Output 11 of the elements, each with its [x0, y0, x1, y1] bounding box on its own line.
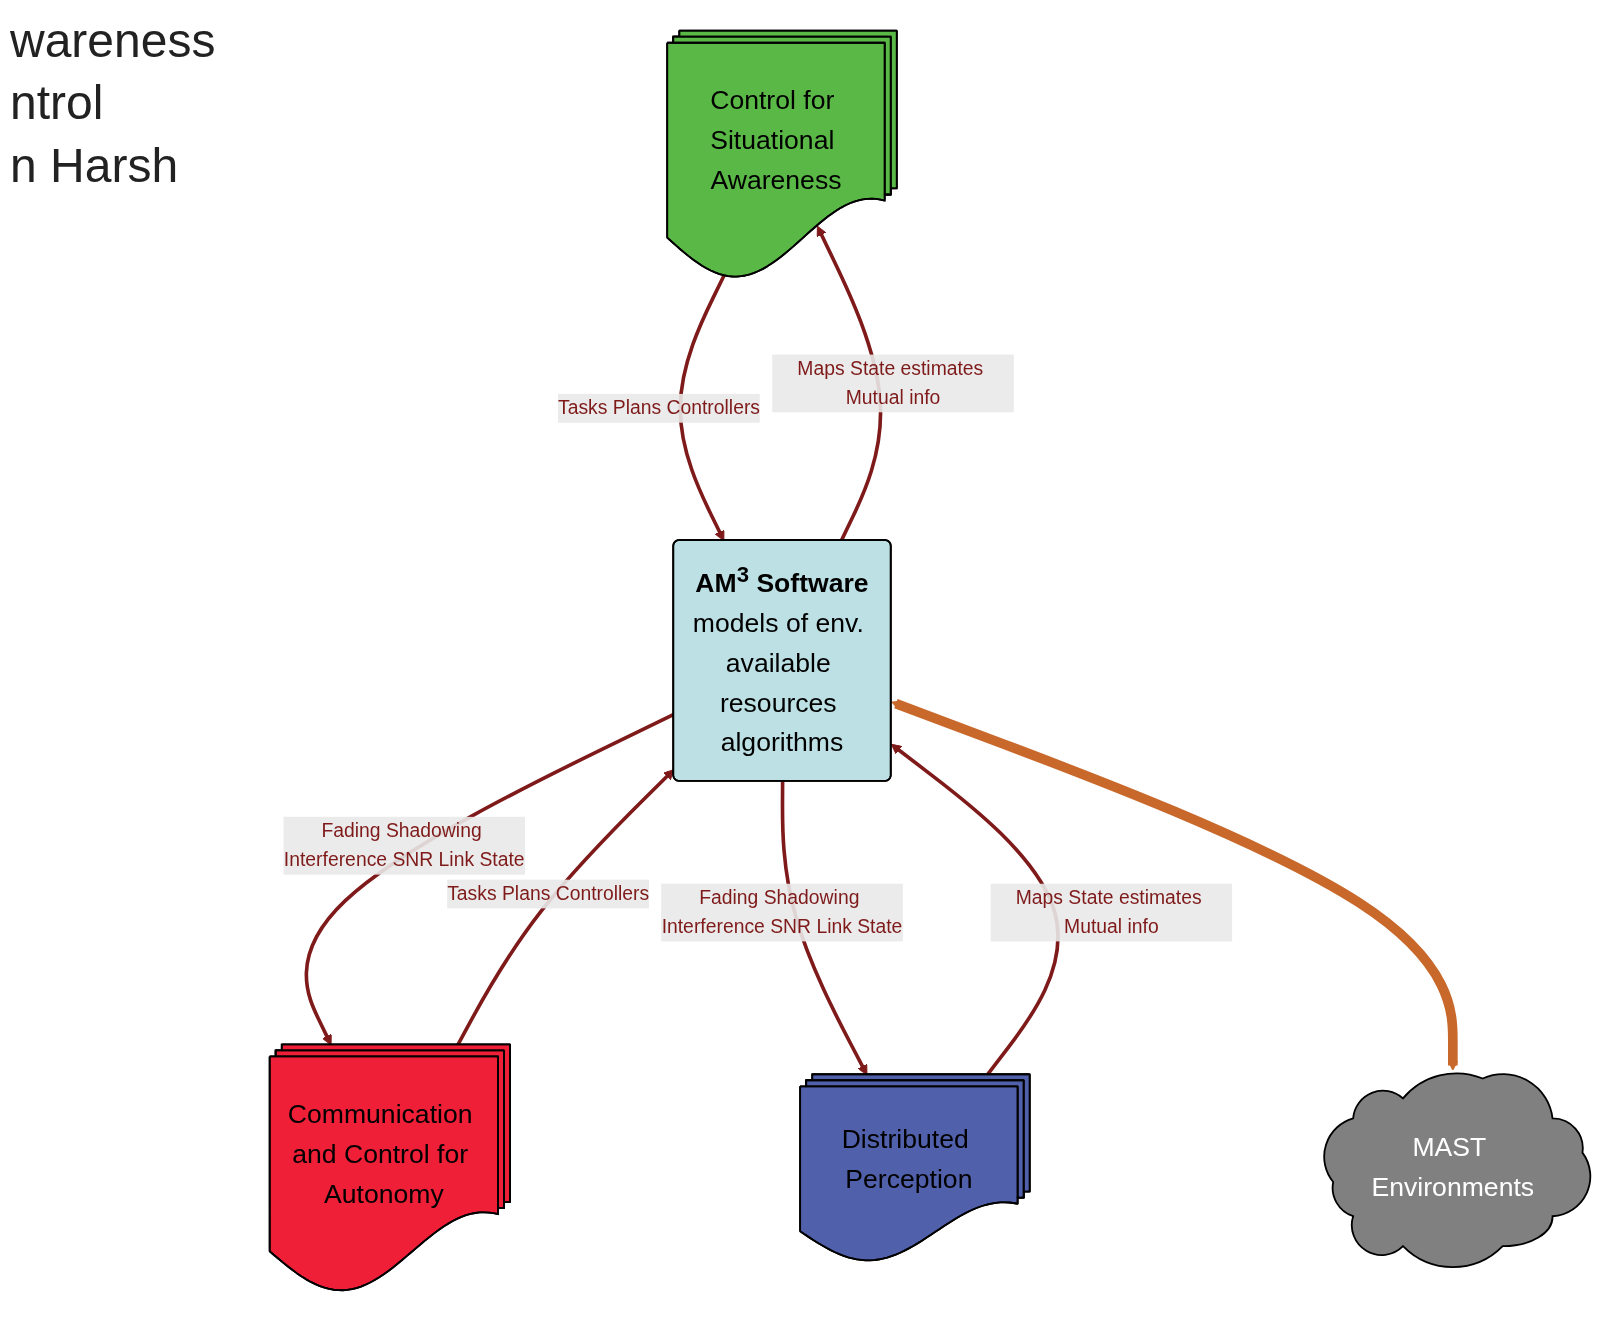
edge-label: Tasks Plans Controllers	[447, 882, 650, 904]
slide-title-fragment: wareness	[10, 13, 216, 69]
edge-label: Maps State estimates Mutual info	[797, 357, 984, 408]
edge-label: Maps State estimates Mutual info	[1015, 886, 1202, 937]
edge-label: Fading Shadowing Interference SNR Link State	[661, 886, 903, 937]
slide-title-fragment: ntrol	[10, 75, 105, 132]
arrow	[891, 698, 1459, 1071]
edge-label: Fading Shadowing Interference SNR Link State	[283, 819, 525, 870]
arrow	[678, 274, 726, 541]
slide-title-fragment: n Harsh	[10, 137, 180, 194]
edge-label: Tasks Plans Controllers	[557, 396, 760, 418]
